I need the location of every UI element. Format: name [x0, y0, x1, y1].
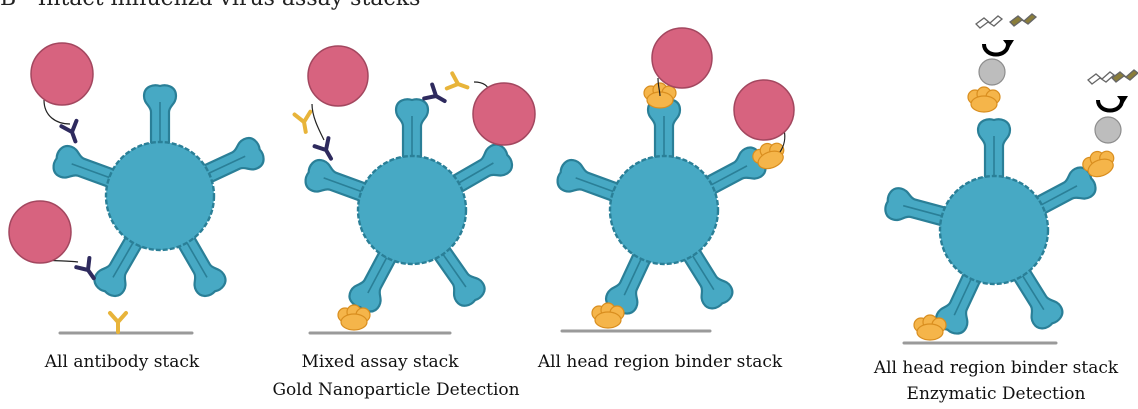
panel-head-binder	[555, 28, 794, 331]
conversion-arrow-icon	[984, 44, 1008, 55]
enzyme-particle	[979, 59, 1005, 85]
capture-antibody	[110, 313, 126, 332]
caption-mixed-assay: Mixed assay stack	[301, 352, 458, 372]
virus-particle	[940, 176, 1048, 284]
panel-all-antibody	[9, 43, 267, 333]
gold-nanoparticle	[473, 83, 535, 145]
enzyme-particle	[1095, 117, 1121, 143]
virus-particle	[358, 156, 466, 264]
virus-particle	[610, 156, 718, 264]
spike-protein	[978, 119, 1010, 182]
arrowhead-icon	[1003, 40, 1014, 48]
panel-mixed-assay	[295, 46, 535, 333]
panel-enzymatic	[883, 14, 1138, 343]
gold-nanoparticle	[308, 46, 368, 106]
substrate-icon	[976, 16, 1002, 28]
caption-enzymatic: All head region binder stack	[874, 358, 1118, 378]
product-icon	[1010, 14, 1036, 26]
gold-nanoparticle	[734, 80, 794, 140]
caption-enzymatic-detection: Enzymatic Detection	[907, 384, 1086, 404]
caption-mixed-assay-detection: Gold Nanoparticle Detection	[272, 380, 519, 400]
caption-head-binder: All head region binder stack	[538, 352, 782, 372]
detection-antibody	[61, 121, 83, 144]
detection-antibody	[295, 112, 314, 133]
arrowhead-icon	[1117, 96, 1128, 104]
gold-nanoparticle	[652, 28, 712, 88]
gold-nanoparticle	[31, 43, 93, 105]
substrate-icon	[1088, 72, 1114, 84]
spike-protein	[144, 85, 176, 148]
spike-protein	[648, 99, 680, 162]
capture-binder	[592, 303, 624, 328]
detection-antibody	[447, 73, 470, 95]
capture-binder	[914, 315, 946, 340]
capture-binder	[338, 305, 370, 330]
detection-binder	[968, 87, 1000, 112]
conversion-arrow-icon	[1098, 100, 1122, 111]
gold-nanoparticle	[9, 201, 71, 263]
product-icon	[1112, 70, 1138, 82]
linker	[312, 104, 324, 140]
virus-particle	[106, 142, 214, 250]
spike-protein	[396, 99, 428, 162]
caption-all-antibody: All antibody stack	[45, 352, 199, 372]
